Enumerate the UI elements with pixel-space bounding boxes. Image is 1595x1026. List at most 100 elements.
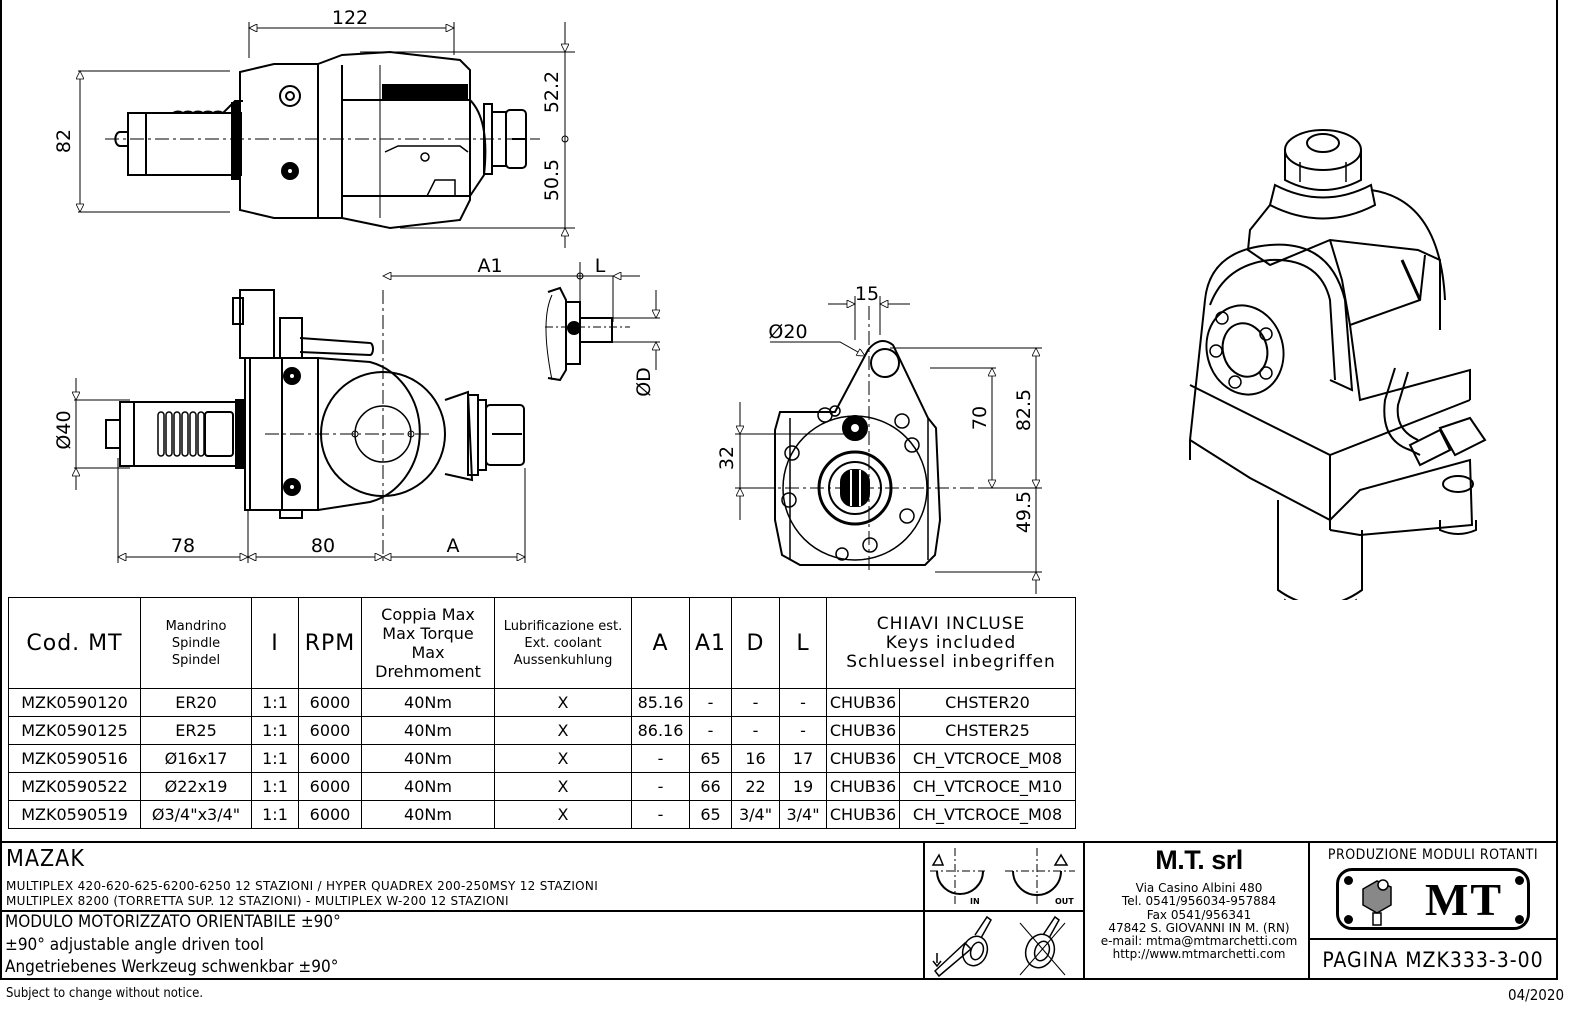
cell-ratio: 1:1 <box>251 800 299 829</box>
wrench-wrong-icon <box>1019 915 1066 976</box>
address-phone: Tel. 0541/956034-957884 <box>1121 894 1277 909</box>
rotation-in-icon <box>930 848 985 905</box>
logo-text: MT <box>1424 874 1504 925</box>
cell-torque: 40Nm <box>361 716 495 745</box>
header-coolant-it: Lubrificazione est. <box>503 618 623 634</box>
brand-name: MAZAK <box>6 846 85 872</box>
dim-dia-d: ØD <box>633 367 655 397</box>
header-torque: Coppia Max Max Torque Max Drehmoment <box>361 597 495 689</box>
drawing-frame-left <box>0 0 2 980</box>
cell-a: 85.16 <box>631 688 690 717</box>
cell-a: - <box>631 772 690 801</box>
header-spindle-it: Mandrino <box>165 618 227 634</box>
drawing-frame-right <box>1556 0 1558 980</box>
dim-82: 82 <box>53 129 75 153</box>
cell-key1: CHUB36 <box>826 716 900 745</box>
header-code: Cod. MT <box>8 597 141 689</box>
cell-torque: 40Nm <box>361 744 495 773</box>
header-spindle-en: Spindle <box>171 635 221 651</box>
spec-table: Cod. MT Mandrino Spindle Spindel I RPM C… <box>8 597 1076 829</box>
cell-d: 3/4" <box>731 800 780 829</box>
cell-spindle: Ø3/4"x3/4" <box>140 800 252 829</box>
dim-82-5: 82.5 <box>1013 389 1035 431</box>
cell-torque: 40Nm <box>361 772 495 801</box>
dim-l: L <box>595 255 606 277</box>
cell-code: MZK0590519 <box>8 800 141 829</box>
cell-a1: - <box>689 688 732 717</box>
dim-15: 15 <box>855 283 879 305</box>
cell-coolant: X <box>494 744 632 773</box>
cell-spindle: Ø22x19 <box>140 772 252 801</box>
wrench-correct-icon <box>932 915 992 978</box>
address-email[interactable]: e-mail: mtma@mtmarchetti.com <box>1100 934 1298 949</box>
cell-l: - <box>779 688 827 717</box>
cell-l: 19 <box>779 772 827 801</box>
cell-spindle: ER20 <box>140 688 252 717</box>
header-coolant-en: Ext. coolant <box>524 635 602 651</box>
col-divider-2 <box>1083 841 1085 980</box>
cell-key1: CHUB36 <box>826 772 900 801</box>
address-street: Via Casino Albini 480 <box>1135 881 1263 895</box>
spec-table-header: Cod. MT Mandrino Spindle Spindel I RPM C… <box>8 597 1076 689</box>
cell-a1: - <box>689 716 732 745</box>
cell-key2: CHSTER25 <box>899 716 1076 745</box>
logo-tool-icon <box>1362 879 1392 926</box>
dim-50-5: 50.5 <box>541 159 563 201</box>
table-row: MZK0590120 ER20 1:1 6000 40Nm X 85.16 - … <box>8 688 1076 717</box>
logo-screw-icon <box>1515 915 1524 924</box>
cell-key2: CH_VTCROCE_M10 <box>899 772 1076 801</box>
rotation-in-label: IN <box>970 897 980 906</box>
header-ratio: I <box>251 597 299 689</box>
cell-key1: CHUB36 <box>826 800 900 829</box>
cell-l: - <box>779 716 827 745</box>
cell-code: MZK0590120 <box>8 688 141 717</box>
header-l: L <box>779 597 827 689</box>
cell-a1: 65 <box>689 800 732 829</box>
cell-rpm: 6000 <box>298 744 362 773</box>
cell-rpm: 6000 <box>298 688 362 717</box>
header-torque-en: Max Torque <box>382 624 474 643</box>
cell-torque: 40Nm <box>361 800 495 829</box>
col-divider-3 <box>1308 841 1310 980</box>
header-torque-it: Coppia Max <box>381 605 475 624</box>
dim-52-2: 52.2 <box>541 71 563 113</box>
dim-122: 122 <box>332 7 368 29</box>
side-view: Ø40 78 80 A A1 L ØD <box>53 255 660 565</box>
cell-code: MZK0590516 <box>8 744 141 773</box>
header-spindle-de: Spindel <box>171 652 221 668</box>
rotation-diagrams: IN OUT <box>930 848 1075 978</box>
table-row: MZK0590519 Ø3/4"x3/4" 1:1 6000 40Nm X - … <box>8 800 1076 829</box>
cell-a: - <box>631 744 690 773</box>
title-block-bottom-border <box>0 978 1558 980</box>
header-keys-it: CHIAVI INCLUSE <box>876 613 1026 634</box>
description-en: ±90° adjustable angle driven tool <box>5 935 264 955</box>
cell-key2: CH_VTCROCE_M08 <box>899 800 1076 829</box>
dim-a: A <box>447 535 460 557</box>
header-d: D <box>731 597 780 689</box>
description-it: MODULO MOTORIZZATO ORIENTABILE ±90° <box>5 912 341 932</box>
dim-dia-20: Ø20 <box>768 321 807 343</box>
logo-screw-icon <box>1515 876 1524 885</box>
cell-coolant: X <box>494 688 632 717</box>
page-number: PAGINA MZK333-3-00 <box>1322 948 1544 972</box>
dim-49-5: 49.5 <box>1013 491 1035 533</box>
cell-coolant: X <box>494 772 632 801</box>
cell-d: - <box>731 716 780 745</box>
cell-rpm: 6000 <box>298 772 362 801</box>
production-label: PRODUZIONE MODULI ROTANTI <box>1327 847 1539 863</box>
header-a1: A1 <box>689 597 732 689</box>
rotation-out-label: OUT <box>1055 897 1074 906</box>
header-a: A <box>631 597 690 689</box>
page-divider <box>1310 938 1558 940</box>
isometric-view <box>1188 129 1487 600</box>
cell-coolant: X <box>494 716 632 745</box>
machine-list-line-2: MULTIPLEX 8200 (TORRETTA SUP. 12 STAZION… <box>6 894 509 908</box>
table-row: MZK0590522 Ø22x19 1:1 6000 40Nm X - 66 2… <box>8 772 1076 801</box>
cell-ratio: 1:1 <box>251 716 299 745</box>
cell-ratio: 1:1 <box>251 744 299 773</box>
cell-key2: CH_VTCROCE_M08 <box>899 744 1076 773</box>
cell-key1: CHUB36 <box>826 688 900 717</box>
address-fax: Fax 0541/956341 <box>1146 907 1252 922</box>
col-divider-1 <box>923 841 925 980</box>
address-website[interactable]: http://www.mtmarchetti.com <box>1112 947 1286 962</box>
